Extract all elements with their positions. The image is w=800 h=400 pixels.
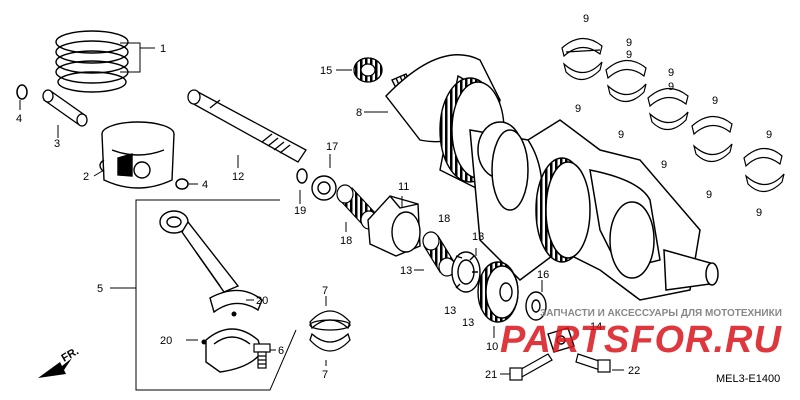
- needle-bearing-13[interactable]: [422, 231, 456, 277]
- balancer-drive-gear[interactable]: [477, 261, 519, 323]
- piston-pin-clip-bottom[interactable]: [175, 178, 189, 190]
- washer-16[interactable]: [525, 291, 547, 321]
- label-18a: 18: [340, 235, 352, 247]
- damper-rubbers[interactable]: [451, 251, 481, 293]
- piston-pin[interactable]: [42, 89, 88, 127]
- label-13d: 13: [462, 317, 474, 329]
- needle-bearing-18[interactable]: [336, 184, 378, 230]
- crank-bearing-shell-upper[interactable]: [309, 310, 351, 331]
- label-9e: 9: [668, 67, 674, 79]
- label-3: 3: [54, 138, 60, 150]
- watermark-brand: PARTSFOR.RU: [500, 319, 782, 361]
- needle-bearing-15[interactable]: [353, 57, 383, 83]
- label-22: 22: [628, 365, 640, 377]
- label-17: 17: [326, 141, 338, 153]
- front-direction-label: FR.: [60, 345, 81, 364]
- connecting-rod[interactable]: [159, 210, 263, 314]
- label-1: 1: [160, 43, 166, 55]
- label-6: 6: [278, 345, 284, 357]
- label-9i: 9: [766, 129, 772, 141]
- label-9c: 9: [626, 37, 632, 49]
- label-18b: 18: [438, 213, 450, 225]
- label-7a: 7: [322, 285, 328, 297]
- label-12: 12: [232, 171, 244, 183]
- dowel-pin-top[interactable]: [231, 311, 237, 317]
- piston[interactable]: [99, 121, 175, 189]
- label-13c: 13: [444, 305, 456, 317]
- crankshaft[interactable]: [469, 119, 719, 301]
- leader-2: [93, 169, 105, 177]
- label-10: 10: [486, 341, 498, 353]
- leader-1: [120, 42, 141, 73]
- label-20a: 20: [256, 295, 268, 307]
- label-13b: 13: [400, 265, 412, 277]
- watermark-tagline: ЗАПЧАСТИ И АКСЕССУАРЫ ДЛЯ МОТОТЕХНИКИ: [540, 308, 782, 319]
- label-9b: 9: [575, 103, 581, 115]
- label-9a: 9: [583, 13, 589, 25]
- bolt-21[interactable]: [509, 353, 553, 381]
- main-bearing-shells[interactable]: [561, 37, 785, 193]
- label-8: 8: [356, 107, 362, 119]
- snap-ring-19[interactable]: [296, 168, 308, 184]
- balancer-driven-gear-holder[interactable]: [367, 195, 421, 257]
- label-15: 15: [320, 65, 332, 77]
- label-4b: 4: [202, 179, 208, 191]
- label-9j: 9: [756, 207, 762, 219]
- label-9l: 9: [668, 81, 674, 93]
- label-5: 5: [97, 283, 103, 295]
- label-4a: 4: [16, 113, 22, 125]
- piston-rings[interactable]: [55, 30, 129, 93]
- label-19: 19: [294, 205, 306, 217]
- label-9h: 9: [706, 189, 712, 201]
- diagram-code: MEL3-E1400: [716, 373, 780, 385]
- label-2: 2: [83, 171, 89, 183]
- label-9f: 9: [661, 159, 667, 171]
- label-16: 16: [537, 269, 549, 281]
- dowel-pin-bottom[interactable]: [201, 339, 207, 345]
- label-21: 21: [485, 369, 497, 381]
- label-9d: 9: [618, 129, 624, 141]
- thrust-washer[interactable]: [311, 175, 337, 201]
- conrod-bolt[interactable]: [253, 343, 271, 369]
- gear-plate-14[interactable]: [547, 327, 575, 353]
- label-9g: 9: [712, 95, 718, 107]
- label-11: 11: [398, 181, 409, 193]
- label-13a: 13: [472, 231, 484, 243]
- balancer-shaft[interactable]: [187, 89, 307, 163]
- conrod-assembly-box: [135, 199, 297, 391]
- label-20b: 20: [160, 335, 172, 347]
- label-7b: 7: [322, 369, 328, 381]
- bolt-22[interactable]: [575, 353, 611, 373]
- crank-bearing-shell-lower[interactable]: [309, 332, 351, 352]
- front-direction-arrow: [38, 358, 72, 378]
- label-9k: 9: [626, 49, 632, 61]
- label-14: 14: [590, 321, 602, 333]
- piston-pin-clip-top[interactable]: [16, 84, 28, 100]
